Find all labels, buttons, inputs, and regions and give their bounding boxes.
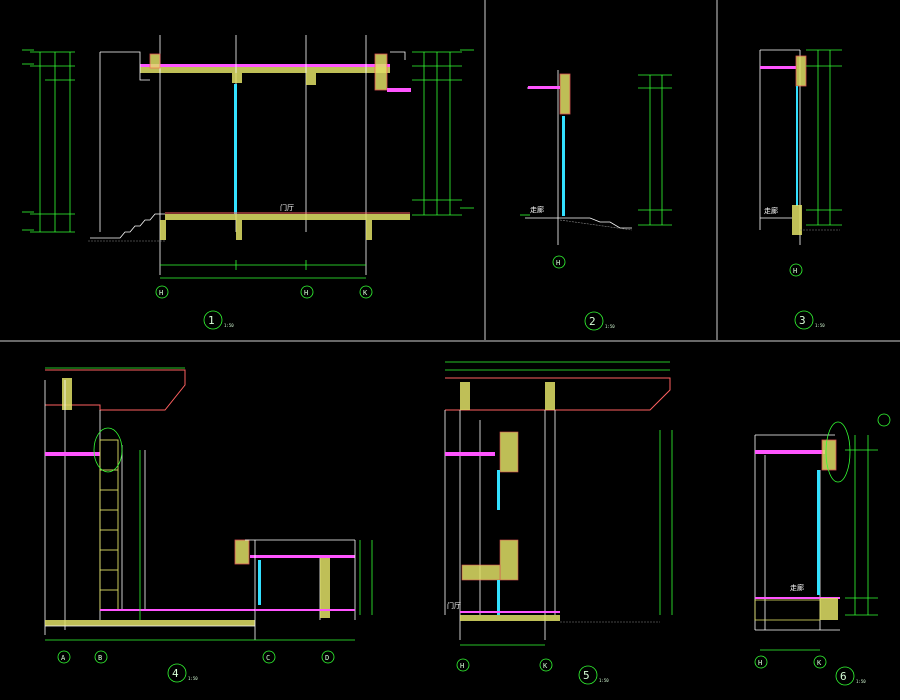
grid-label: H <box>556 259 560 267</box>
grid-label: K <box>363 289 368 297</box>
detail-scale: 1:50 <box>856 679 866 684</box>
grid-label: K <box>817 659 822 667</box>
detail-number: 4 <box>172 667 179 680</box>
grid-label: K <box>543 662 548 670</box>
detail-scale: 1:50 <box>605 324 615 329</box>
grid-label: B <box>98 654 102 662</box>
detail-5: H K 5 1:50 门厅 <box>444 361 673 685</box>
detail-6: H K 6 1:50 走廊 <box>754 413 891 686</box>
detail-2: H 2 1:50 走廊 <box>520 70 672 331</box>
detail-scale: 1:50 <box>188 676 198 681</box>
detail-number: 3 <box>799 314 806 327</box>
detail-1: H H K 1 1:50 门厅 <box>22 35 474 330</box>
grid-label: C <box>266 654 270 662</box>
room-label: 门厅 <box>447 601 461 610</box>
room-label: 门厅 <box>280 203 294 212</box>
grid-label: D <box>325 654 329 662</box>
detail-scale: 1:50 <box>599 678 609 683</box>
panel-frames <box>0 0 900 342</box>
detail-3: H 3 1:50 走廊 <box>759 49 842 330</box>
detail-number: 6 <box>840 670 847 683</box>
detail-number: 1 <box>208 314 215 327</box>
detail-number: 2 <box>589 315 596 328</box>
detail-scale: 1:50 <box>815 323 825 328</box>
detail-scale: 1:50 <box>224 323 234 328</box>
room-label: 走廊 <box>764 206 778 215</box>
grid-label: H <box>758 659 762 667</box>
grid-label: H <box>460 662 464 670</box>
grid-label: A <box>61 654 66 662</box>
room-label: 走廊 <box>790 583 804 592</box>
room-label: 走廊 <box>530 205 544 214</box>
grid-label: H <box>793 267 797 275</box>
grid-label: H <box>304 289 308 297</box>
grid-label: H <box>159 289 163 297</box>
detail-4: A B C D 4 1:50 <box>44 367 373 683</box>
detail-number: 5 <box>583 669 590 682</box>
